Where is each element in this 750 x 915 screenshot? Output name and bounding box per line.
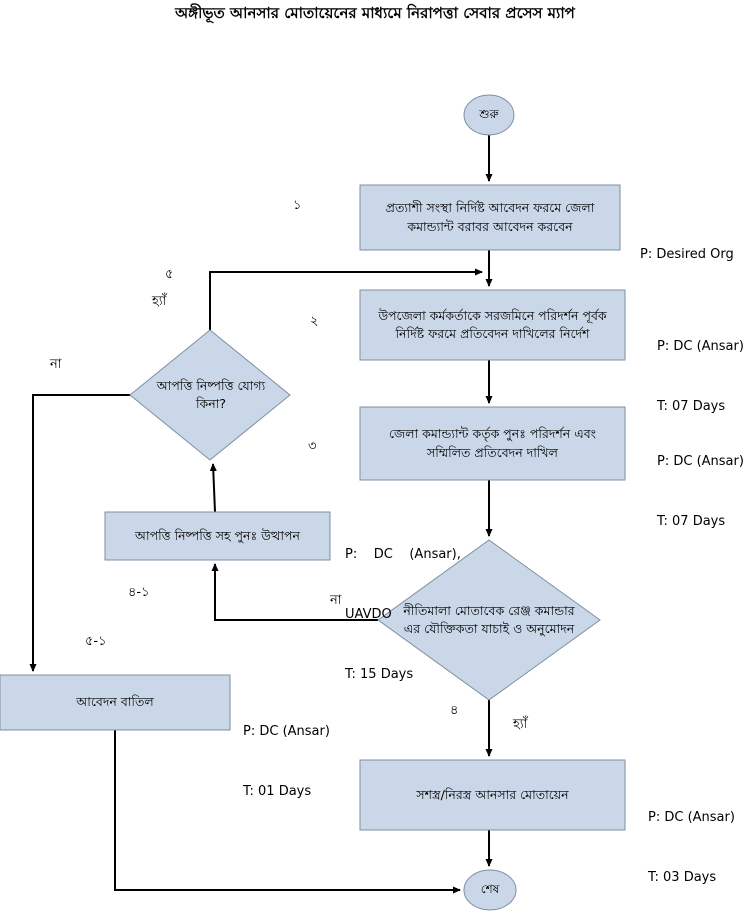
page-title: অঙ্গীভূত আনসার মোতায়েনের মাধ্যমে নিরাপত… [175,4,575,22]
objection-decision-label: আপত্তি নিষ্পত্তি যোগ্য কিনা? [156,377,266,411]
annotation-range-decision-line2: UAVDO [345,607,392,622]
apply-box-label: প্রত্যাশী সংস্থা নির্দিষ্ট আবেদন ফরমে জে… [385,200,595,234]
cancel-box-shape [0,674,231,731]
annotation-reinspect: P: DC (Ansar) T: 07 Days [657,412,744,572]
step-number-2: ২ [310,314,319,329]
annotation-range-decision-line1: P: DC (Ansar), [345,547,461,562]
annotation-deploy: P: DC (Ansar) T: 03 Days [648,768,735,915]
reinspect-box-shape [359,406,626,481]
connector-cancel-to-end [114,730,461,894]
start-node-shape [463,94,515,136]
step-number-4: ৪ [450,703,459,718]
yes-label-range: হ্যাঁ [513,717,528,732]
connector-objection-no-to-cancel [29,394,130,672]
step-number-5: ৫ [165,267,174,282]
inspect-order-box-label: উপজেলা কর্মকর্তাকে সরজমিনে পরিদর্শন পূর্… [378,307,607,341]
step-number-3: ৩ [308,439,317,454]
cancel-box-label: আবেদন বাতিল [76,694,154,710]
annotation-inspect-order-line1: P: DC (Ansar) [657,339,744,354]
annotation-reinspect-line1: P: DC (Ansar) [657,454,744,469]
annotation-reinspect-line2: T: 07 Days [657,514,726,529]
reinspect-box-label: জেলা কমান্ড্যান্ট কর্তৃক পুনঃ পরিদর্শন এ… [388,426,597,460]
yes-label-objection: হ্যাঁ [152,294,167,309]
range-decision-diamond-shape [377,539,601,701]
annotation-cancel-line1: P: DC (Ansar) [243,724,330,739]
annotation-deploy-line2: T: 03 Days [648,870,717,885]
deploy-box-shape [359,759,626,831]
annotation-deploy-line1: P: DC (Ansar) [648,810,735,825]
step-number-1: ১ [293,198,302,213]
reraise-box-shape [104,511,331,561]
apply-box-shape [359,184,621,251]
end-node-shape [463,869,517,911]
annotation-inspect-order-line2: T: 07 Days [657,399,726,414]
no-label-range: না [330,593,342,608]
step-number-5-1: ৫-১ [85,634,107,649]
annotation-inspect-order: P: DC (Ansar) T: 07 Days [657,297,744,457]
deploy-box-label: সশস্ত্র/নিরস্ত্র আনসার মোতায়েন [416,786,569,802]
objection-decision-diamond-shape [129,329,291,461]
no-label-objection: না [50,357,62,372]
reraise-box-label: আপত্তি নিষ্পত্তি সহ পুনঃ উত্থাপন [135,527,300,543]
connector-range-no-to-reraise [211,563,378,621]
annotation-range-decision: P: DC (Ansar), UAVDO T: 15 Days [345,505,470,725]
connector-reraise-to-objection [209,463,217,513]
annotation-range-decision-line3: T: 15 Days [345,667,414,682]
inspect-order-box-shape [359,289,626,361]
annotation-apply: P: Desired Org [640,205,734,305]
start-node-label: শুরু [479,107,499,122]
range-decision-label: নীতিমালা মোতাবেক রেঞ্জ কমান্ডার এর যৌক্ত… [403,602,575,636]
step-number-4-1: ৪-১ [128,585,150,600]
end-node-label: শেষ [480,882,500,897]
annotation-apply-line1: P: Desired Org [640,247,734,262]
annotation-cancel-line2: T: 01 Days [243,784,312,799]
connector-objection-yes-feedback [209,268,483,330]
annotation-cancel: P: DC (Ansar) T: 01 Days [243,682,330,842]
